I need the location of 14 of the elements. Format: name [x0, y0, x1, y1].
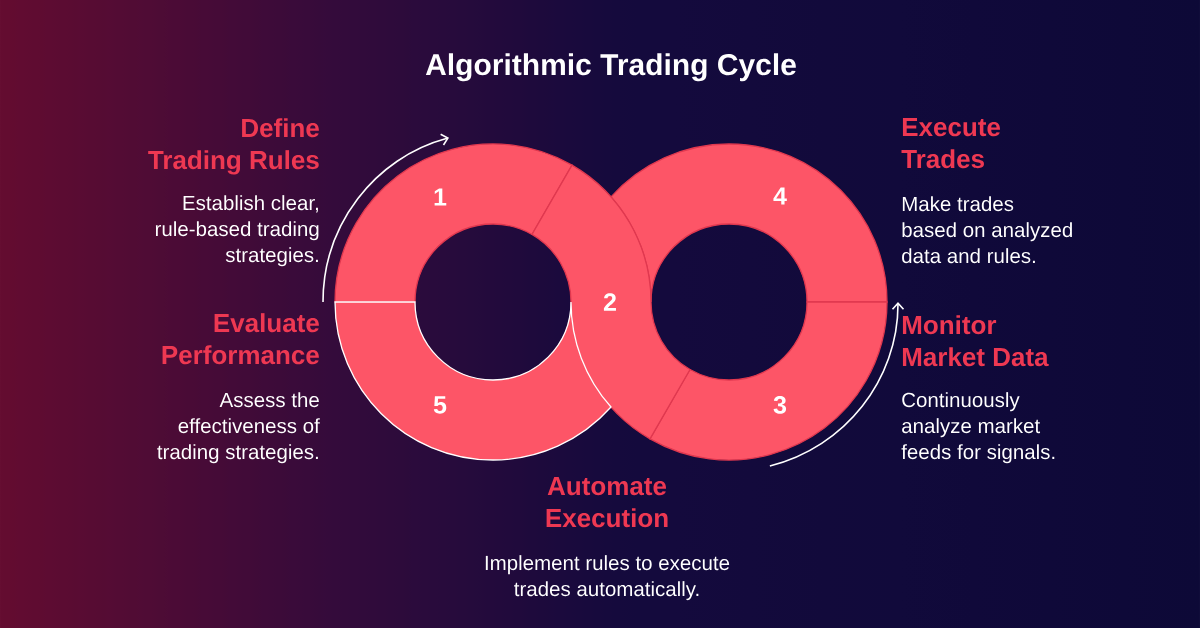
step-description: Make trades based on analyzed data and rules. — [902, 196, 1072, 264]
step-description: Implement rules to execute trades automatically. — [485, 555, 730, 601]
step-description: Continuously analyze market feeds for signals. — [901, 392, 1055, 464]
ring-segment: 3 — [649, 301, 888, 461]
step-heading: Execute Trades — [901, 118, 1000, 169]
step-description: Establish clear, rule-based trading strategies. — [155, 195, 319, 267]
title: Algorithmic Trading Cycle — [425, 53, 796, 82]
ring-segment: 2 — [531, 164, 691, 440]
step-heading: Evaluate Performance — [162, 313, 319, 365]
step-heading: Monitor Market Data — [902, 315, 1049, 367]
step-heading: Automate Execution — [546, 477, 668, 528]
step-heading: Define Trading Rules — [148, 118, 319, 175]
step-description: Assess the effectiveness of trading strategies. — [157, 392, 320, 464]
ring-segment: 1 — [334, 143, 573, 303]
